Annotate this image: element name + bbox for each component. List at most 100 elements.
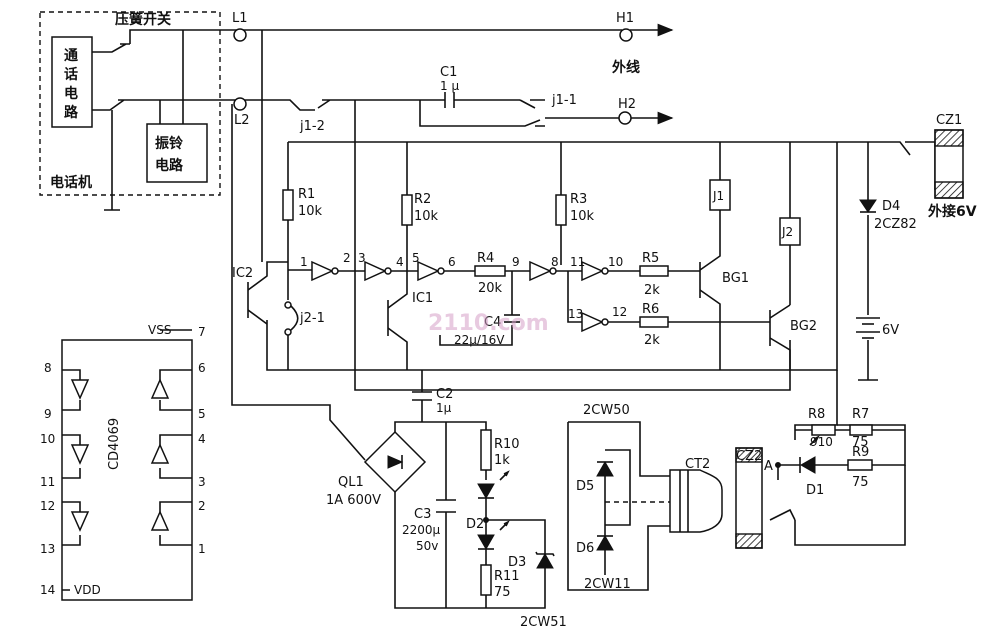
r1-label: R1 [298, 187, 315, 202]
r7-label: R7 [852, 407, 869, 422]
talk-char-2: 话 [64, 66, 78, 83]
pin-label: 10 [608, 255, 623, 269]
pin-left: 9 [44, 407, 52, 421]
r5-label: R5 [642, 251, 659, 266]
r5-resistor [639, 265, 669, 277]
vss-label: VSS [148, 323, 171, 337]
c3-value: 2200μ [402, 523, 441, 537]
d1-label: D1 [806, 483, 824, 498]
c2-value: 1μ [436, 401, 452, 415]
telephone-dashed-border [39, 11, 221, 196]
phone-label: 电话机 [50, 174, 92, 191]
pin-right: 3 [198, 475, 206, 489]
h2-label: H2 [618, 97, 636, 112]
ql1-value: 1A 600V [326, 493, 381, 508]
inverter-4-icon [529, 260, 552, 282]
r1-resistor [282, 189, 294, 221]
ic2-label: IC2 [232, 266, 253, 281]
pin-label: 11 [570, 255, 585, 269]
pin-right: 1 [198, 542, 206, 556]
r3-value: 10k [570, 209, 595, 224]
pin-label: 1 [300, 255, 308, 269]
cd4069-pinout [61, 329, 193, 601]
external-6v-label: 外接6V [928, 203, 977, 220]
d3-label: D3 [508, 555, 526, 570]
r5-value: 2k [644, 283, 660, 298]
talk-circuit-box [51, 36, 93, 128]
j2-label: J2 [781, 225, 793, 239]
ql1-label: QL1 [338, 475, 364, 490]
pin-right: 6 [198, 361, 206, 375]
pin-left: 8 [44, 361, 52, 375]
ring-circuit-box [146, 123, 208, 183]
j1-1-label: j1-1 [551, 93, 577, 108]
talk-char-4: 路 [64, 104, 79, 121]
j2-1-label: j2-1 [299, 311, 325, 326]
j1-label: J1 [712, 189, 724, 203]
inverter-3-icon [417, 260, 440, 282]
pin-label: 8 [551, 255, 559, 269]
r2-value: 10k [414, 209, 439, 224]
r2-label: R2 [414, 192, 431, 207]
zener-2cw11-label: 2CW11 [584, 577, 631, 592]
d4-label: D4 [882, 199, 900, 214]
c3-label: C3 [414, 507, 431, 522]
watermark: 2110.com [428, 311, 549, 336]
telephone-block [39, 11, 240, 211]
cz1-label: CZ1 [936, 113, 962, 128]
inverter-5-icon [581, 260, 604, 282]
pin-label: 3 [358, 251, 366, 265]
r1-value: 10k [298, 204, 323, 219]
pin-right: 4 [198, 432, 206, 446]
inverter-2-icon [364, 260, 387, 282]
d5-label: D5 [576, 479, 594, 494]
r6-resistor [639, 316, 669, 328]
r10-value: 1k [494, 453, 510, 468]
cz2-label: CZ2 [736, 449, 762, 464]
inverter-6-icon [581, 311, 604, 333]
pin-left: 14 [40, 583, 55, 597]
d5-zener-icon [596, 460, 614, 477]
power-section [363, 370, 555, 609]
d6-label: D6 [576, 541, 594, 556]
bg2-label: BG2 [790, 319, 817, 334]
ic2-phototransistor [247, 261, 299, 370]
j1-relay-coil [709, 179, 731, 211]
r10-label: R10 [494, 437, 520, 452]
d4-diode-icon [859, 199, 877, 213]
r7-value: 75 [852, 435, 869, 450]
zener-2cw50-label: 2CW50 [583, 403, 630, 418]
battery-label: 6V [882, 323, 899, 338]
r2-resistor [401, 194, 413, 226]
pin-label: 4 [396, 255, 404, 269]
r3-resistor [555, 194, 567, 226]
pin-label: 2 [343, 251, 351, 265]
l2-label: L2 [234, 113, 250, 128]
external-line-label: 外线 [612, 59, 640, 76]
r7-resistor [849, 424, 873, 436]
c4-value: 22μ/16V [454, 333, 505, 347]
c2-label: C2 [436, 387, 453, 402]
talk-char-3: 电 [64, 85, 78, 102]
r10-resistor [480, 429, 492, 471]
pin-label: 5 [412, 251, 420, 265]
r6-value: 2k [644, 333, 660, 348]
r9-value: 75 [852, 475, 869, 490]
ic1-label: IC1 [412, 291, 433, 306]
pin-left: 13 [40, 542, 55, 556]
r4-label: R4 [477, 251, 494, 266]
c1-label: C1 [440, 65, 457, 80]
r8-resistor [811, 424, 836, 436]
pin-right: 5 [198, 407, 206, 421]
cd4069-body [61, 339, 193, 601]
zener-2cw51-label: 2CW51 [520, 615, 567, 630]
pin-right: 7 [198, 325, 206, 339]
d4-value: 2CZ82 [874, 217, 917, 232]
hook-switch-label: 压簧开关 [115, 11, 171, 28]
r8-value: 910 [810, 435, 833, 449]
pin-left: 10 [40, 432, 55, 446]
r8-label: R8 [808, 407, 825, 422]
ct2-plug-icon [669, 469, 723, 533]
r9-label: R9 [852, 445, 869, 460]
